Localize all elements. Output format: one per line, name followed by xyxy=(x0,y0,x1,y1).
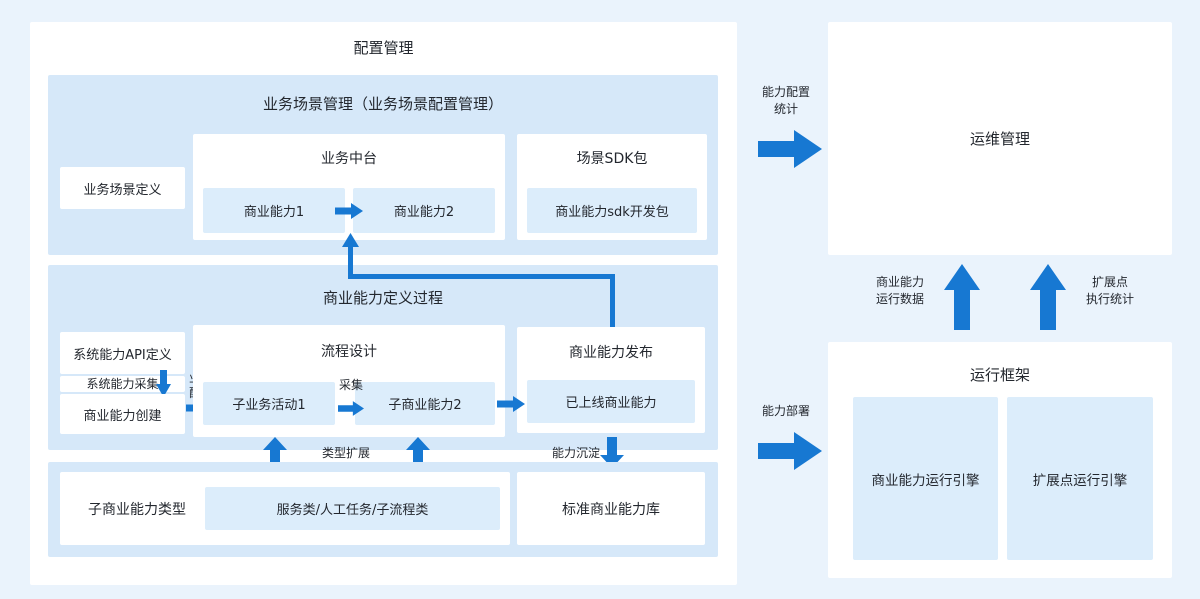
subtype-label: 子商业能力类型 xyxy=(88,501,186,518)
ext-stats-label: 扩展点 执行统计 xyxy=(1085,275,1134,306)
online-capability-chip: 已上线商业能力 xyxy=(527,380,695,423)
run-framework-title: 运行框架 xyxy=(969,366,1030,384)
down-arrow-icon xyxy=(600,437,624,468)
scenario-management-title: 业务场景管理（业务场景配置管理） xyxy=(262,95,503,113)
subtype-box: 子商业能力类型 服务类/人工任务/子流程类 xyxy=(60,472,510,545)
capability-definition-title: 商业能力定义过程 xyxy=(322,289,443,307)
ops-management-panel: 运维管理 xyxy=(828,22,1172,255)
collect-label: 采集 xyxy=(338,378,363,392)
right-arrow-icon xyxy=(497,396,525,412)
subtype-types-chip: 服务类/人工任务/子流程类 xyxy=(205,487,500,530)
down-arrow-icon xyxy=(156,370,171,397)
run-data-label: 商业能力 运行数据 xyxy=(875,275,924,306)
up-arrow-icon xyxy=(1030,264,1066,330)
up-arrow-icon xyxy=(406,437,430,468)
process-design-title: 流程设计 xyxy=(321,344,377,360)
business-middle-platform-title: 业务中台 xyxy=(321,151,377,167)
up-arrow-icon xyxy=(944,264,980,330)
config-stats-label: 能力配置 统计 xyxy=(761,85,810,116)
up-arrow-icon xyxy=(263,437,287,468)
system-api-definition-box: 系统能力API定义 xyxy=(60,332,185,374)
sub-capability2-chip: 子商业能力2 xyxy=(355,382,495,425)
sdk-package-chip: 商业能力sdk开发包 xyxy=(527,188,697,233)
elbow-connector-vertical-right xyxy=(610,276,615,328)
up-arrowhead-icon xyxy=(342,233,359,247)
right-arrow-icon xyxy=(758,432,822,470)
right-arrow-icon xyxy=(338,401,364,416)
elbow-connector-vertical-left xyxy=(348,246,353,278)
sub-activity1-chip: 子业务活动1 xyxy=(203,382,335,425)
type-extend-label: 类型扩展 xyxy=(322,446,371,460)
config-management-title: 配置管理 xyxy=(353,39,414,57)
capability-engine-chip: 商业能力运行引擎 xyxy=(853,397,998,560)
capability-sink-label: 能力沉淀 xyxy=(552,446,601,460)
capability-publish-title: 商业能力发布 xyxy=(569,345,653,361)
scenario-definition-box: 业务场景定义 xyxy=(60,167,185,209)
scene-sdk-box: 场景SDK包 商业能力sdk开发包 xyxy=(517,134,707,240)
scene-sdk-title: 场景SDK包 xyxy=(576,151,648,167)
capability1-chip: 商业能力1 xyxy=(203,188,345,233)
elbow-connector-horizontal xyxy=(348,274,615,279)
deploy-label: 能力部署 xyxy=(761,404,810,418)
extension-engine-chip: 扩展点运行引擎 xyxy=(1007,397,1153,560)
process-design-box: 流程设计 子业务活动1 子商业能力2 采集 xyxy=(193,325,505,437)
capability-publish-box: 商业能力发布 已上线商业能力 xyxy=(517,327,705,433)
capability-create-box: 商业能力创建 xyxy=(60,394,185,434)
right-arrow-icon xyxy=(758,130,822,168)
standard-library-box: 标准商业能力库 xyxy=(517,472,705,545)
right-arrow-icon xyxy=(335,203,363,219)
system-collect-label: 系统能力采集 xyxy=(60,376,185,392)
run-framework-panel: 运行框架 商业能力运行引擎 扩展点运行引擎 xyxy=(828,342,1172,578)
business-middle-platform-box: 业务中台 商业能力1 商业能力2 xyxy=(193,134,505,240)
capability2-chip: 商业能力2 xyxy=(353,188,495,233)
